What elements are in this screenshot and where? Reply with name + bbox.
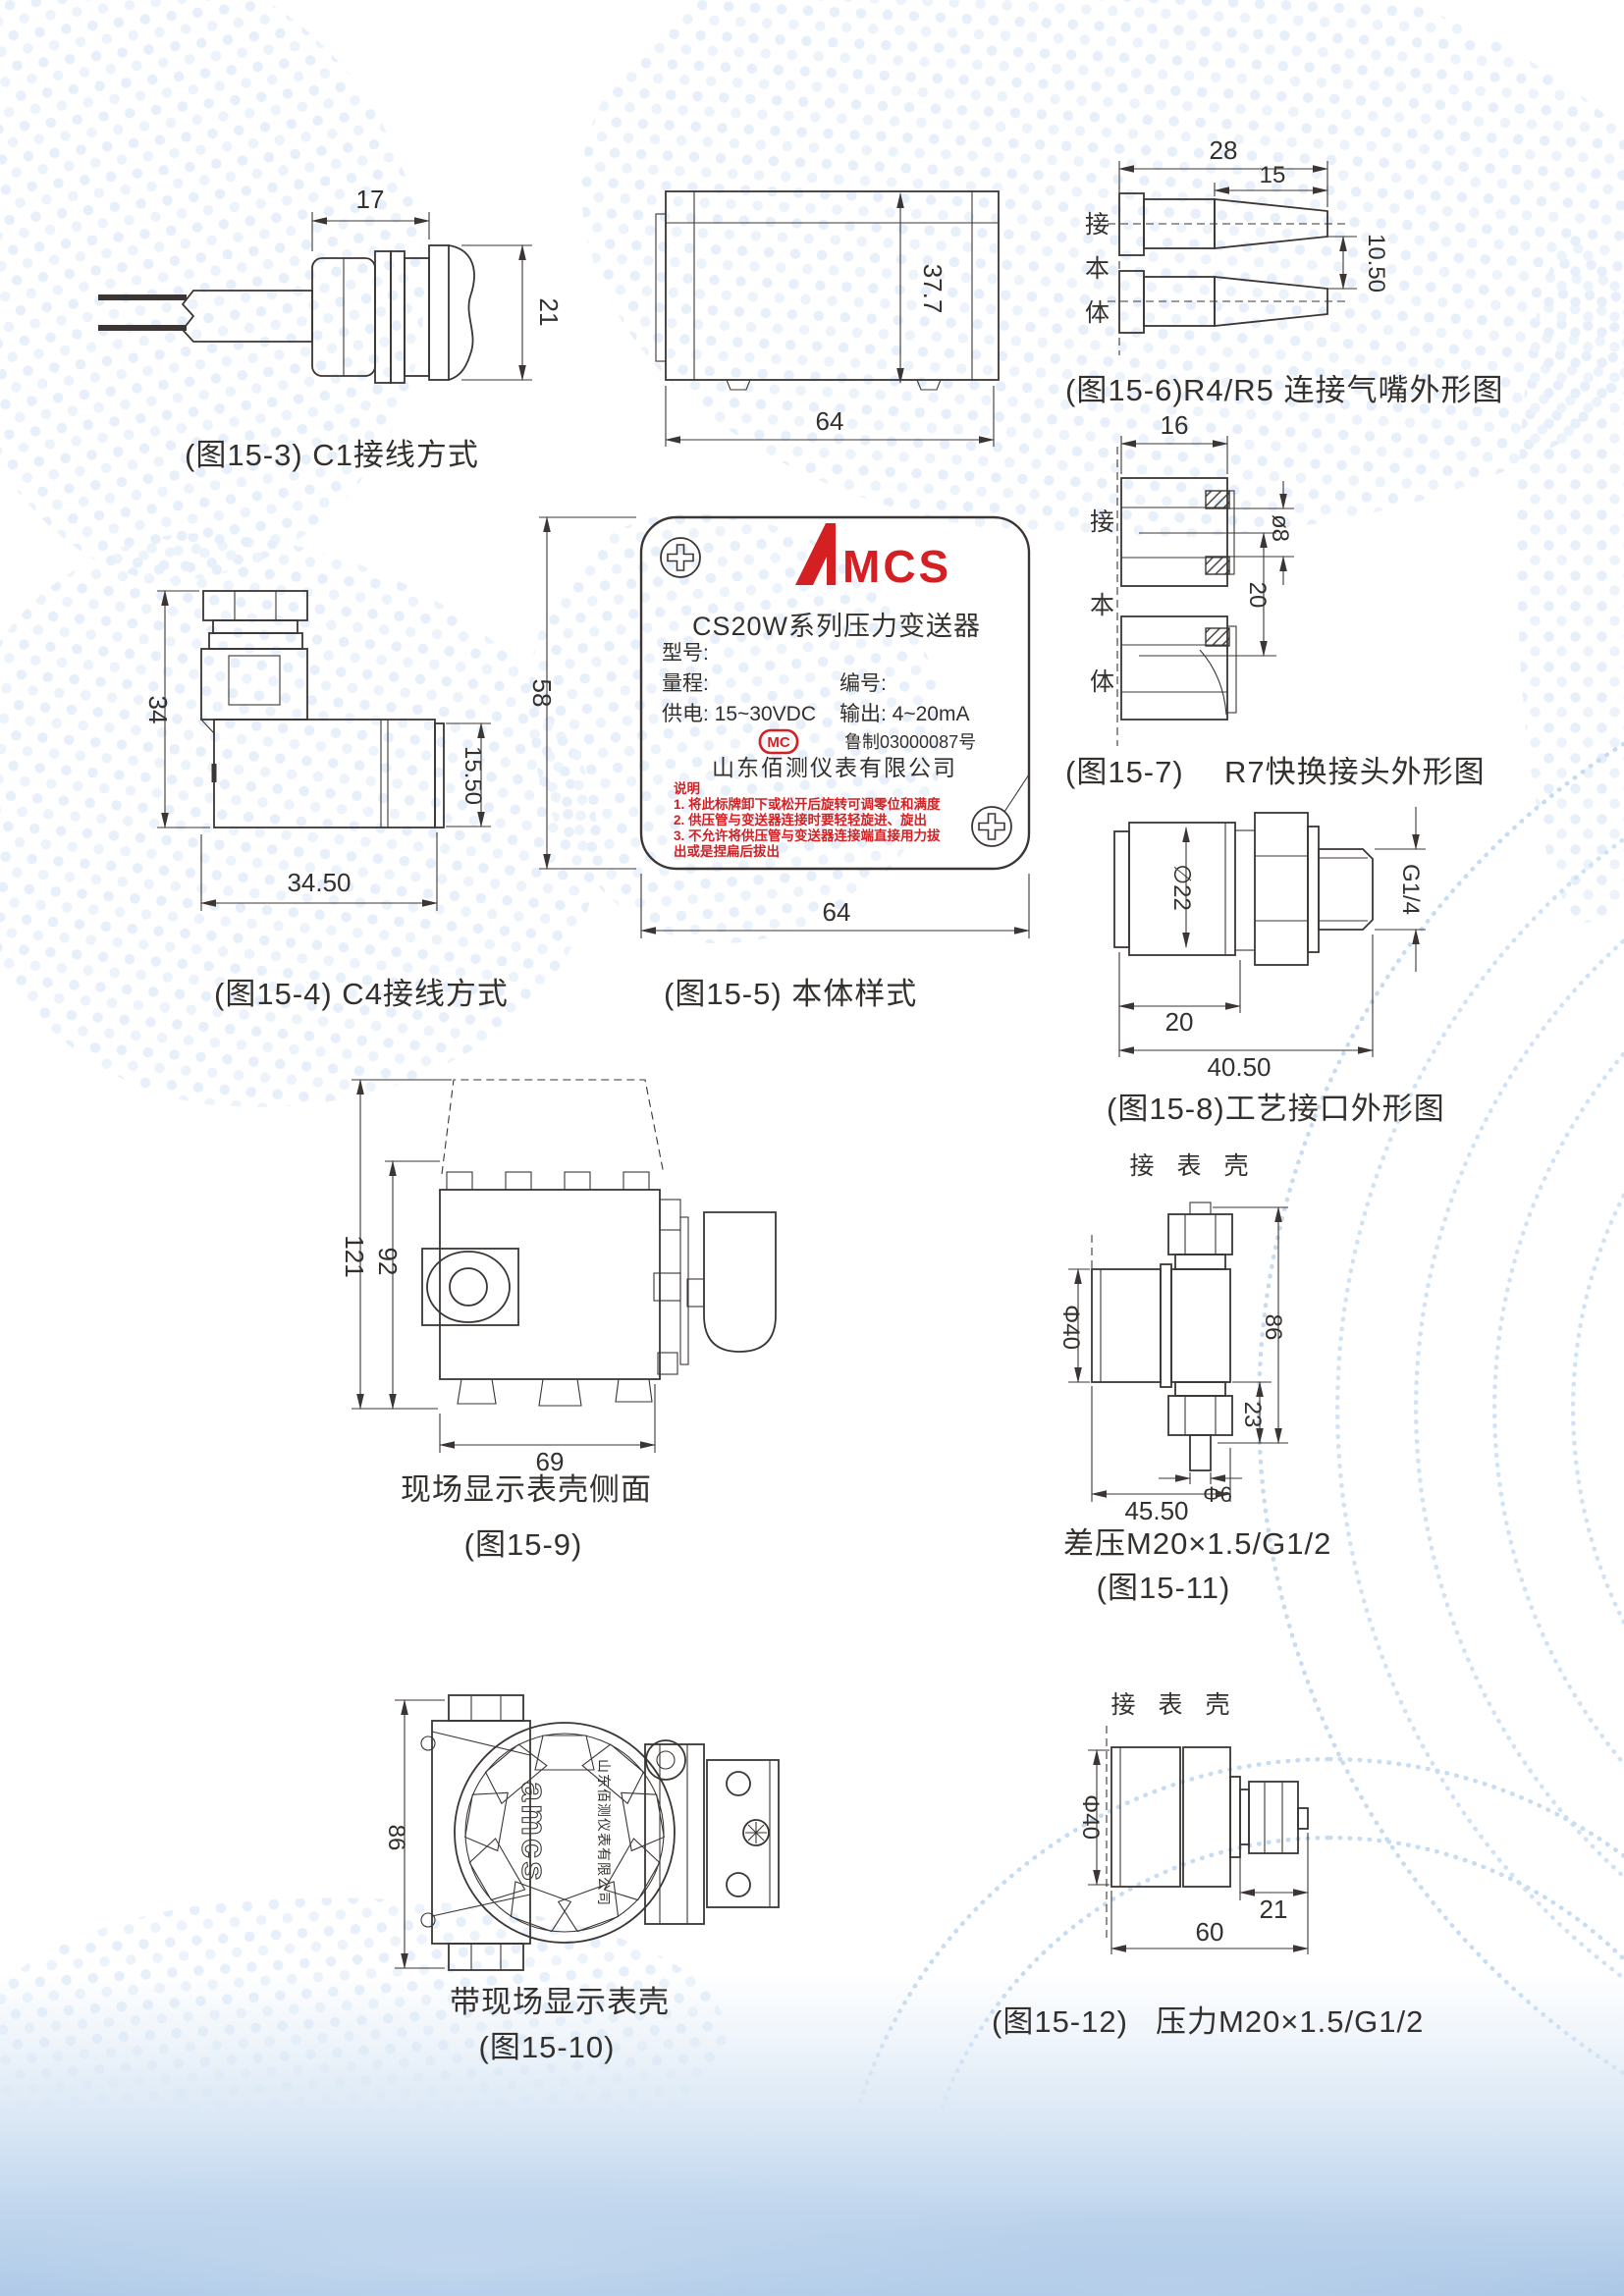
dim-label: 17 — [356, 185, 385, 214]
plate-cert-no: 鲁制03000087号 — [844, 732, 976, 752]
dim-label: 45.50 — [1124, 1496, 1188, 1525]
figure-caption: (图15-12) — [992, 2004, 1128, 2039]
figure-15-11-differential-adapter: 接 表 壳 Φ40 86 — [1057, 1152, 1331, 1605]
plate-serial-label: 编号: — [839, 672, 887, 695]
screw-icon — [971, 806, 1012, 847]
dim-label: G1/4 — [1397, 864, 1424, 915]
dim-label: 60 — [1196, 1917, 1224, 1947]
bottom-water-gradient — [0, 1973, 1624, 2296]
dim-label: 28 — [1210, 135, 1238, 165]
figure-body-side-view: 37.7 64 — [655, 190, 1000, 447]
figure-caption: 压力M20×1.5/G1/2 — [1156, 2004, 1424, 2039]
figure-15-5-nameplate: 58 64 MCS CS20W系列压力变送器 型号: 量程: 编号: 供电: 1… — [527, 515, 1031, 1011]
svg-text:3. 不允许将供压管与变送器连接端直接用力拔: 3. 不允许将供压管与变送器连接端直接用力拔 — [674, 828, 941, 843]
figure-15-12-pressure-adapter: 接 表 壳 Φ40 21 60 (图15-12) — [992, 1691, 1424, 2039]
figure-caption: R7快换接头外形图 — [1224, 755, 1486, 789]
dim-label: 37.7 — [918, 264, 947, 314]
screw-icon — [660, 537, 701, 578]
figure-15-3-c1-wiring: 17 21 (图15-3) C1接线方式 — [98, 185, 564, 472]
dim-label: 34.50 — [287, 868, 351, 897]
face-company-text: 山东佰测仪表有限公司 — [596, 1759, 612, 1906]
face-logo-text: amcs — [514, 1782, 555, 1884]
figure-15-4-c4-wiring: 34 15.50 34.50 (图15-4) C4接线方式 — [143, 590, 509, 1011]
dim-label: 20 — [1165, 1007, 1194, 1037]
plate-model-label: 型号: — [662, 642, 709, 665]
connect-gauge-label: 接 表 壳 — [1130, 1152, 1257, 1180]
connect-body-label: 接 — [1085, 211, 1110, 239]
connect-body-label: 本 — [1085, 255, 1110, 283]
connect-body-label: 接 — [1090, 508, 1114, 536]
plate-output: 输出: 4~20mA — [839, 703, 969, 725]
figure-caption: 现场显示表壳侧面 — [401, 1472, 652, 1507]
svg-text:1. 将此标牌卸下或松开后旋转可调零位和满度: 1. 将此标牌卸下或松开后旋转可调零位和满度 — [674, 796, 941, 812]
dim-label: 15.50 — [460, 746, 486, 805]
connect-body-label: 体 — [1090, 668, 1114, 696]
dim-label: 64 — [823, 897, 851, 927]
dim-label: 86 — [383, 1825, 409, 1851]
bezel-teeth — [462, 1735, 667, 1935]
dim-label: 34 — [143, 696, 173, 724]
figure-caption: (图15-11) — [1097, 1571, 1231, 1605]
connect-gauge-label: 接 表 壳 — [1111, 1691, 1238, 1719]
amcs-logo-letters: MCS — [842, 541, 951, 592]
figure-15-10-display-housing-front: 86 — [383, 1694, 780, 2064]
figure-caption: (图15-6) — [1065, 373, 1184, 407]
plate-title: CS20W系列压力变送器 — [692, 612, 981, 641]
connect-body-label: 本 — [1090, 592, 1114, 619]
figure-caption: (图15-7) — [1065, 755, 1184, 789]
dim-label: 64 — [816, 406, 844, 436]
dim-label: 58 — [527, 679, 557, 708]
dim-label: ∅22 — [1168, 864, 1195, 911]
dim-label: Φ40 — [1077, 1794, 1104, 1840]
plate-warning-notes: 说明 1. 将此标牌卸下或松开后旋转可调零位和满度 2. 供压管与变送器连接时要… — [674, 780, 941, 859]
plate-range-label: 量程: — [662, 672, 709, 695]
dim-label: 21 — [1260, 1895, 1288, 1924]
figure-15-9-display-housing-side: 121 92 69 现场显示表壳侧面 (图15-9) — [340, 1079, 777, 1562]
plate-company: 山东佰测仪表有限公司 — [712, 755, 957, 780]
connect-body-label: 体 — [1085, 299, 1110, 327]
dim-label: 23 — [1239, 1402, 1266, 1428]
figure-caption: (图15-10) — [479, 2030, 616, 2064]
svg-text:MC: MC — [767, 734, 789, 751]
figure-15-6-r4-r5-nipple: 28 15 10.50 接 本 体 (图15-6) R4/R5 连接气嘴外形图 — [1065, 135, 1503, 407]
figure-caption: 带现场显示表壳 — [450, 1985, 670, 2019]
amcs-logo: MCS — [795, 523, 951, 592]
dim-label: 92 — [373, 1248, 403, 1276]
dim-label: 121 — [340, 1235, 369, 1277]
svg-text:2. 供压管与变送器连接时要轻轻旋进、旋出: 2. 供压管与变送器连接时要轻轻旋进、旋出 — [674, 812, 927, 828]
dim-label: 15 — [1260, 162, 1286, 188]
screw-icon — [742, 1819, 770, 1846]
figure-caption: (图15-3) C1接线方式 — [185, 438, 479, 472]
dim-label: Φ40 — [1057, 1305, 1084, 1350]
dim-label: 16 — [1161, 410, 1189, 440]
dim-label: 21 — [534, 298, 564, 327]
figure-caption: R4/R5 连接气嘴外形图 — [1183, 373, 1503, 407]
figure-caption: 差压M20×1.5/G1/2 — [1063, 1526, 1331, 1561]
dim-label: 40.50 — [1207, 1052, 1271, 1082]
dim-label: ø8 — [1267, 514, 1293, 542]
svg-text:出或是捏扁后拔出: 出或是捏扁后拔出 — [674, 843, 780, 859]
figure-caption: (图15-8)工艺接口外形图 — [1107, 1092, 1445, 1126]
mc-mark: MC — [758, 728, 799, 755]
figure-15-8-process-connection: ∅22 G1/4 20 40.50 (图15-8)工艺接口外形图 — [1107, 807, 1445, 1126]
figure-15-7-r7-coupling: 16 ø8 20 接 本 体 (图15-7) R7快换接头外形图 — [1065, 410, 1486, 789]
plate-power: 供电: 15~30VDC — [662, 703, 816, 725]
dim-label: 86 — [1260, 1314, 1286, 1341]
dim-label: 69 — [536, 1447, 565, 1476]
figure-caption: (图15-9) — [464, 1527, 583, 1562]
dim-label: 20 — [1244, 582, 1271, 609]
svg-text:说明: 说明 — [674, 780, 700, 796]
figure-caption: (图15-5) 本体样式 — [664, 977, 917, 1011]
dim-label: 10.50 — [1363, 234, 1389, 293]
figure-caption: (图15-4) C4接线方式 — [214, 977, 509, 1011]
